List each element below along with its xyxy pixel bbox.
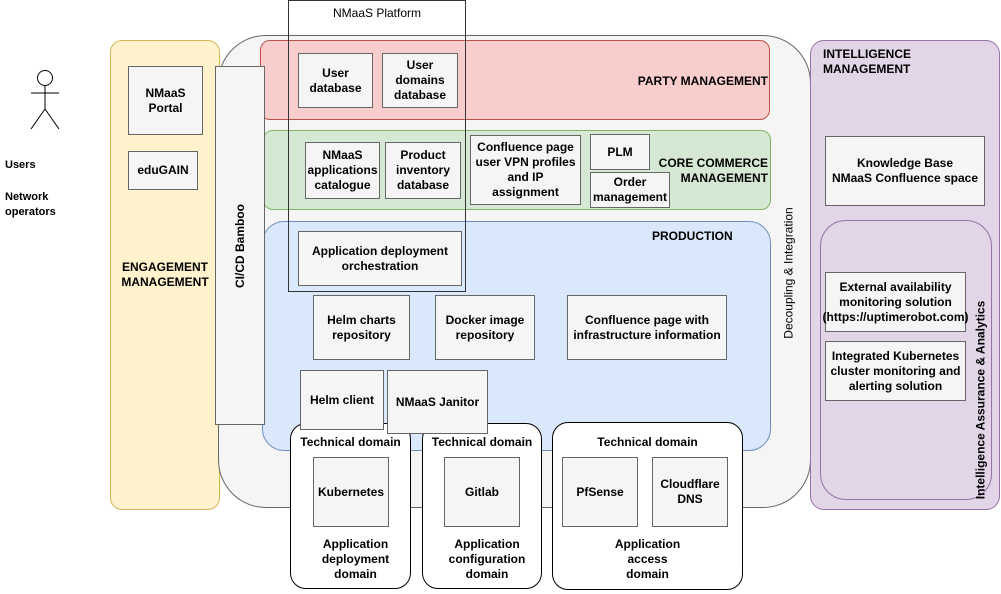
technical-domain-footer: Application access domain [614, 537, 681, 581]
helm-client-box: Helm client [300, 370, 384, 430]
cloudflare-dns-box: Cloudflare DNS [652, 457, 728, 527]
helm-charts-repository-box: Helm charts repository [313, 295, 410, 360]
production-title: PRODUCTION [652, 229, 733, 243]
intelligence-assurance-label: Intelligence Assurance & Analytics [973, 300, 988, 500]
kubernetes-box: Kubernetes [313, 457, 389, 527]
kubernetes-monitoring-box: Integrated Kubernetes cluster monitoring… [825, 341, 966, 401]
technical-domain-header: Technical domain [431, 435, 533, 449]
docker-image-repository-box: Docker image repository [435, 295, 535, 360]
user-database-box: User database [298, 53, 373, 108]
network-operators-label: Network operators [5, 191, 56, 218]
edugain-box: eduGAIN [128, 151, 198, 190]
cicd-bamboo-box [215, 66, 265, 425]
order-management-box: Order management [590, 172, 670, 208]
confluence-vpn-box: Confluence page user VPN profiles and IP… [470, 135, 581, 205]
intelligence-management-title: INTELLIGENCE MANAGEMENT [823, 47, 912, 76]
plm-box: PLM [590, 134, 650, 170]
technical-domain-header: Technical domain [597, 435, 698, 449]
technical-domain-footer: Application deployment domain [321, 537, 390, 581]
product-inventory-box: Product inventory database [385, 142, 461, 199]
confluence-infrastructure-box: Confluence page with infrastructure info… [567, 295, 727, 360]
technical-domain-header: Technical domain [300, 435, 401, 449]
deployment-orchestration-box: Application deployment orchestration [298, 231, 462, 286]
gitlab-box: Gitlab [444, 457, 520, 527]
core-commerce-title: CORE COMMERCE MANAGEMENT [658, 156, 768, 185]
technical-domain-footer: Application configuration domain [448, 537, 526, 581]
pfsense-box: PfSense [562, 457, 638, 527]
nmaas-platform-outline [288, 0, 466, 292]
decoupling-integration-label: Decoupling & Integration [782, 206, 797, 339]
external-monitoring-box: External availability monitoring solutio… [823, 272, 969, 332]
party-management-title: PARTY MANAGEMENT [637, 74, 768, 88]
users-label: Users [5, 159, 36, 171]
cicd-bamboo-label: CI/CD Bamboo [233, 203, 247, 288]
nmaas-portal-box: NMaaS Portal [128, 66, 203, 135]
user-actor-icon [30, 70, 60, 130]
applications-catalogue-box: NMaaS applications catalogue [305, 142, 380, 199]
technical-domain-configuration [422, 423, 542, 589]
knowledge-base-box: Knowledge Base NMaaS Confluence space [825, 136, 985, 206]
user-domains-database-box: User domains database [382, 53, 458, 108]
nmaas-janitor-box: NMaaS Janitor [387, 370, 488, 434]
nmaas-platform-title: NMaaS Platform [332, 6, 422, 20]
engagement-management-title: ENGAGEMENT MANAGEMENT [121, 260, 209, 289]
